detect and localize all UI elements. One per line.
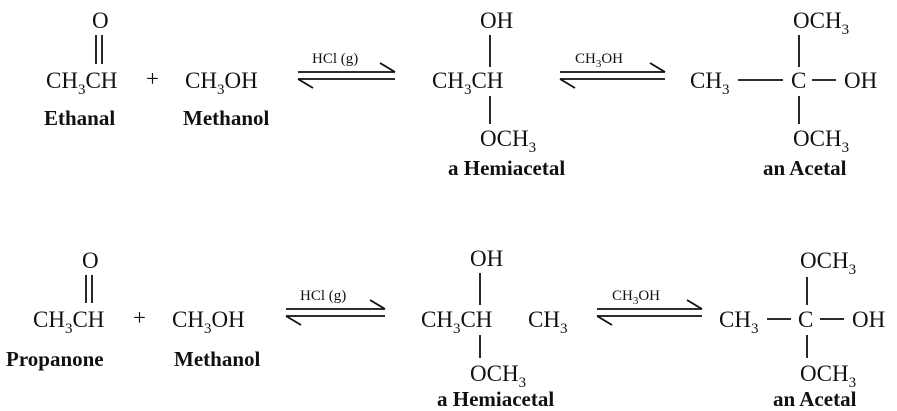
condition-hcl: HCl (g) xyxy=(312,51,358,67)
acetal-label: an Acetal xyxy=(763,156,847,180)
hemiacetal-structure: OH CH3CH OCH3 a Hemiacetal xyxy=(432,8,565,180)
acetal-bottom-methoxy: OCH3 xyxy=(793,126,849,156)
acetal-center-carbon: C xyxy=(798,307,813,332)
acetal-label: an Acetal xyxy=(773,387,857,411)
condition-methanol: CH3OH xyxy=(612,288,660,307)
ethanal-formula: CH3CH xyxy=(46,68,117,98)
carbonyl-oxygen: O xyxy=(82,248,99,273)
condition-hcl: HCl (g) xyxy=(300,288,346,304)
hemiacetal-structure: OH CH3CH CH3 OCH3 a Hemiacetal xyxy=(421,246,567,411)
hemiacetal-formula: CH3CH xyxy=(432,68,503,98)
acetal-top-methoxy: OCH3 xyxy=(800,248,856,278)
plus-sign: + xyxy=(146,66,159,91)
reaction-1: O CH3CH Ethanal + CH3OH Methanol HCl (g)… xyxy=(44,8,877,180)
reverse-arrow-barb xyxy=(596,315,613,326)
condition-methanol: CH3OH xyxy=(575,51,623,70)
ethanal-label: Ethanal xyxy=(44,106,115,130)
reaction-2: O CH3CH Propanone + CH3OH Methanol HCl (… xyxy=(6,246,885,411)
acetal-hydroxyl: OH xyxy=(844,68,877,93)
plus-sign: + xyxy=(133,305,146,330)
equilibrium-arrow-2: CH3OH xyxy=(596,288,703,326)
hemiacetal-methoxy: OCH3 xyxy=(480,126,536,156)
carbonyl-oxygen: O xyxy=(92,8,109,33)
reverse-arrow-barb xyxy=(559,78,576,89)
hemiacetal-extra-methyl: CH3 xyxy=(528,307,567,337)
ethanal-structure: O CH3CH Ethanal xyxy=(44,8,117,130)
forward-arrow-barb xyxy=(686,299,703,310)
methanol-formula: CH3OH xyxy=(172,307,245,337)
acetal-bottom-methoxy: OCH3 xyxy=(800,361,856,391)
forward-arrow-barb xyxy=(649,62,666,73)
methanol-label: Methanol xyxy=(174,347,260,371)
acetal-structure: OCH3 CH3 C OH OCH3 an Acetal xyxy=(719,248,885,411)
acetal-hydroxyl: OH xyxy=(852,307,885,332)
acetal-methyl: CH3 xyxy=(690,68,729,98)
equilibrium-arrow-1: HCl (g) xyxy=(297,51,396,89)
reverse-arrow-barb xyxy=(297,78,314,89)
forward-arrow-barb xyxy=(369,299,386,310)
acetal-methyl: CH3 xyxy=(719,307,758,337)
hemiacetal-label: a Hemiacetal xyxy=(448,156,565,180)
equilibrium-arrow-1: HCl (g) xyxy=(285,288,386,326)
reverse-arrow-barb xyxy=(285,315,302,326)
propanone-structure: O CH3CH Propanone xyxy=(6,248,104,371)
acetal-structure: OCH3 CH3 C OH OCH3 an Acetal xyxy=(690,8,877,180)
hemiacetal-label: a Hemiacetal xyxy=(437,387,554,411)
propanone-formula: CH3CH xyxy=(33,307,104,337)
propanone-label: Propanone xyxy=(6,347,104,371)
hemiacetal-hydroxyl: OH xyxy=(480,8,513,33)
hemiacetal-methoxy: OCH3 xyxy=(470,361,526,391)
forward-arrow-barb xyxy=(379,62,396,73)
methanol-formula: CH3OH xyxy=(185,68,258,98)
hemiacetal-hydroxyl: OH xyxy=(470,246,503,271)
equilibrium-arrow-2: CH3OH xyxy=(559,51,666,89)
hemiacetal-formula: CH3CH xyxy=(421,307,492,337)
acetal-center-carbon: C xyxy=(791,68,806,93)
acetal-top-methoxy: OCH3 xyxy=(793,8,849,38)
methanol-label: Methanol xyxy=(183,106,269,130)
methanol-structure: CH3OH Methanol xyxy=(183,68,269,130)
methanol-structure: CH3OH Methanol xyxy=(172,307,260,371)
